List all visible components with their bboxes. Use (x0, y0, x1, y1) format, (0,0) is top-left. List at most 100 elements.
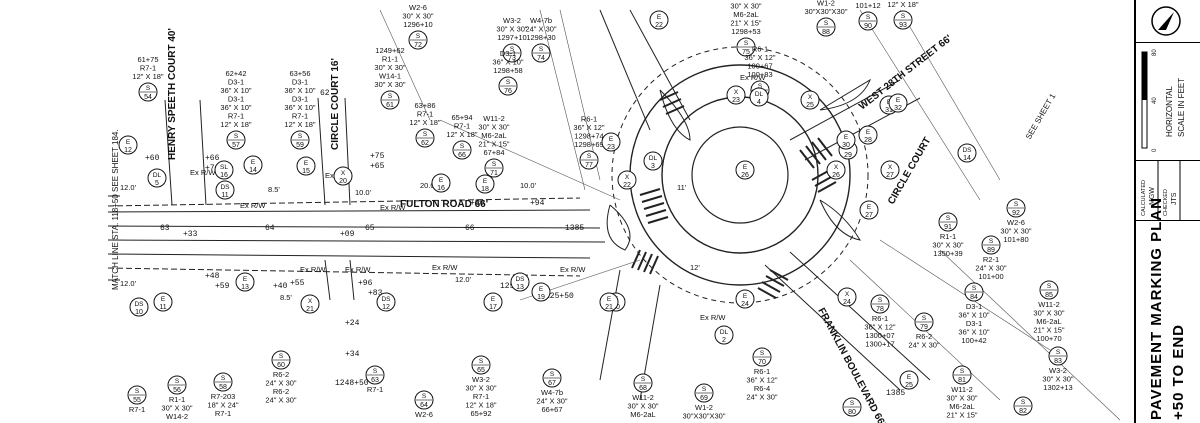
callout-letter: S (221, 375, 226, 382)
sign-spec-text: W2-6 (415, 410, 433, 419)
callout-letter: S (460, 143, 465, 150)
callout-number: 12 (124, 147, 132, 154)
callout-circle (214, 160, 234, 180)
callout-letter: X (308, 298, 313, 305)
callout-number: 70 (758, 359, 766, 366)
sign-spec-text: 24" X 30" (525, 25, 557, 34)
sign-spec-text: M6-2aL (733, 10, 758, 19)
sign-spec-text: R7-1 (129, 405, 145, 414)
element-callout-e-22: E22 (649, 10, 669, 30)
sheet-title-cell: PAVEMENT MARKING PLAN +50 TO END (1136, 197, 1200, 423)
element-callout-x-20: X20 (333, 166, 353, 186)
sign-spec-text: 30" X 30" (374, 80, 406, 89)
callout-number: 14 (963, 155, 971, 162)
callout-letter: S (960, 368, 965, 375)
sign-spec-text: 12" X 18" (446, 130, 478, 139)
row-label: Ex R/W (560, 265, 586, 274)
element-callout-e-25: E25 (899, 370, 919, 390)
callout-number: 60 (277, 362, 285, 369)
callout-letter: E (161, 296, 166, 303)
element-callout-dl-3: DL3 (643, 151, 663, 171)
element-callout-x-26: X26 (826, 160, 846, 180)
callout-circle (129, 297, 149, 317)
row-label: Ex R/W (432, 263, 458, 272)
sign-spec-text: R7-1 (140, 64, 156, 73)
callout-circle (118, 135, 138, 155)
sign-spec-text: D3-1 (966, 319, 982, 328)
callout-number: 32 (894, 105, 902, 112)
station-plus55: +55 (290, 279, 305, 288)
sign-spec-text: 30"X30"X30" (804, 7, 847, 16)
sign-spec-text: 30" X 30" (374, 63, 406, 72)
station-1200: +33 (183, 230, 198, 239)
callout-circle (243, 155, 263, 175)
callout-circle (735, 160, 755, 180)
callout-letter: DS (515, 276, 525, 283)
callout-circle (826, 160, 846, 180)
callout-letter: E (866, 129, 871, 136)
station-65: 66 (465, 224, 475, 233)
station-66: 1385 (565, 224, 584, 233)
element-callout-e-21: E21 (599, 292, 619, 312)
row-label: Ex R/W (190, 168, 216, 177)
dim-label: 11' (677, 183, 687, 192)
callout-letter: S (146, 85, 151, 92)
sign-spec-text: R6-2 (273, 387, 289, 396)
callout-circle (888, 93, 908, 113)
element-callout-e-13: E13 (235, 272, 255, 292)
sign-spec-text: R6-1 (872, 314, 888, 323)
callout-letter: E (609, 136, 614, 143)
station-plus76: +76 (205, 164, 220, 173)
station-plus24: +24 (345, 319, 360, 328)
sign-spec-text: 101+12 (855, 1, 880, 10)
sign-spec-text: 30" X 30" (627, 402, 659, 411)
station-plus40: +40 (273, 282, 288, 291)
sign-spec-text: 24" X 30" (746, 393, 778, 402)
callout-letter: S (989, 238, 994, 245)
callout-number: 65 (477, 367, 485, 374)
callout-circle (749, 87, 769, 107)
callout-circle (714, 325, 734, 345)
scale-cell: 0 40 80 HORIZONTAL SCALE IN FEET (1136, 42, 1200, 161)
element-callout-e-23: E23 (601, 132, 621, 152)
match-line-left: MATCH LINE STA. 118+50 SEE SHEET 184. (111, 129, 120, 290)
callout-letter: S (702, 386, 707, 393)
sign-spec-text: R1-1 (169, 395, 185, 404)
sign-spec-text: R7-1 (228, 112, 244, 121)
callout-number: 22 (655, 22, 663, 29)
callout-letter: E (251, 159, 256, 166)
callout-number: 84 (970, 294, 978, 301)
credits-cell: CALCULATED MGW CHECKED JTS (1136, 160, 1200, 221)
callout-number: 76 (504, 88, 512, 95)
callout-letter: S (510, 46, 515, 53)
callout-letter: S (850, 400, 855, 407)
callout-letter: DS (962, 147, 972, 154)
station-plus96: +96 (358, 279, 373, 288)
callout-number: 54 (144, 94, 152, 101)
sign-spec-text: W3-2 (472, 375, 490, 384)
sign-spec-text: W4-7b (530, 16, 552, 25)
sign-spec-text: M6-2aL (1036, 317, 1061, 326)
callout-number: 21 (605, 304, 613, 311)
sign-spec-text: 36" X 10" (284, 86, 316, 95)
callout-letter: E (439, 177, 444, 184)
callout-letter: S (422, 393, 427, 400)
station-125plus50: 1248+50 (335, 379, 369, 388)
callout-letter: X (834, 164, 839, 171)
callout-number: 12 (382, 304, 390, 311)
row-label: Ex R/W (300, 265, 326, 274)
element-callout-e-26: E26 (735, 160, 755, 180)
callout-number: 81 (958, 377, 966, 384)
callout-number: 24 (741, 301, 749, 308)
sheet-title: PAVEMENT MARKING PLAN (1148, 197, 1165, 420)
callout-circle (235, 272, 255, 292)
